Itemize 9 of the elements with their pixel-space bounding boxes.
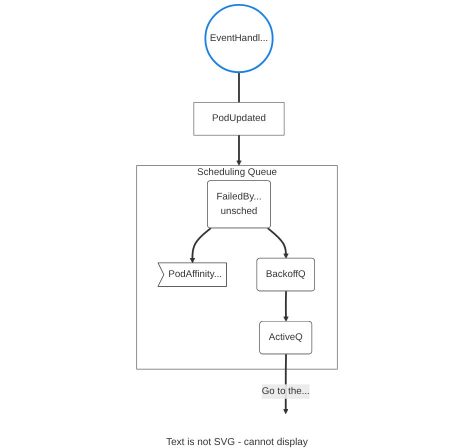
- arrow: [236, 135, 242, 166]
- node-circle: EventHandl...: [204, 4, 274, 74]
- arrow: [190, 228, 212, 264]
- node-box: PodUpdated: [194, 102, 284, 136]
- note-text: Text is not SVG - cannot display: [165, 437, 309, 448]
- connector: [238, 72, 240, 102]
- edge-label: Go to the...: [262, 386, 310, 396]
- arrow: [267, 228, 289, 259]
- arrow: [283, 291, 289, 322]
